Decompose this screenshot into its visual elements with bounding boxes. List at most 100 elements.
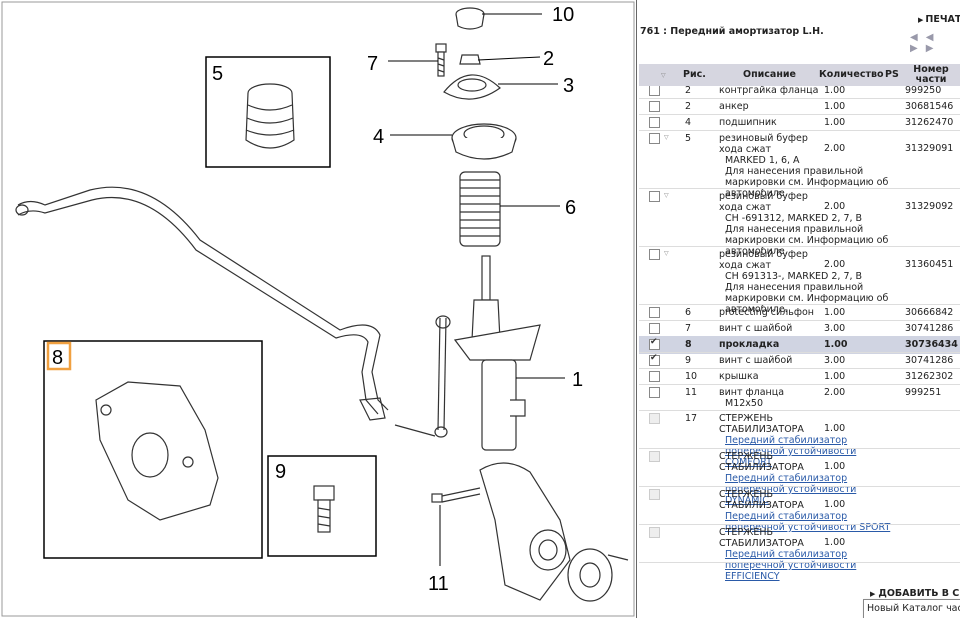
variant-link[interactable]: Передний стабилизатор поперечной устойчи…: [725, 549, 857, 582]
row-qty: 1.00: [824, 117, 846, 128]
callout-3[interactable]: 3: [563, 75, 574, 97]
row-checkbox[interactable]: [649, 337, 660, 350]
row-divider: [639, 246, 960, 247]
row-subtext: MARKED 1, 6, A: [725, 155, 800, 166]
table-row[interactable]: 7 винт с шайбой 3.00 30741286: [639, 320, 960, 338]
row-checkbox[interactable]: [649, 86, 660, 96]
expand-icon[interactable]: ▽: [664, 134, 669, 141]
row-description: подшипник: [719, 117, 899, 128]
row-checkbox: [649, 451, 660, 462]
row-divider: [639, 486, 960, 487]
callout-6[interactable]: 6: [565, 197, 576, 219]
row-part-number: 31329091: [905, 143, 954, 154]
part-bearing: [451, 123, 517, 160]
row-description: прокладка: [719, 339, 899, 350]
tooltip: Новый Каталог част: [863, 599, 960, 618]
row-checkbox[interactable]: [649, 307, 660, 318]
row-qty: 1.00: [824, 101, 846, 112]
row-pos: 6: [685, 307, 692, 318]
callout-7[interactable]: 7: [367, 53, 378, 75]
row-part-number: 30741286: [905, 323, 954, 334]
row-divider: [639, 384, 960, 385]
page-title: 761 : Передний амортизатор L.H.: [640, 26, 824, 37]
row-pos: 4: [685, 117, 692, 128]
callout-1[interactable]: 1: [572, 369, 583, 391]
row-desc-text: подшипник: [719, 117, 777, 128]
row-desc-text: винт с шайбой: [719, 323, 793, 334]
row-checkbox[interactable]: [649, 117, 660, 128]
row-checkbox[interactable]: [649, 249, 660, 260]
table-header: ▽ Рис. Описание Количество PS Номер част…: [639, 64, 960, 86]
highlight-marker: [46, 341, 72, 371]
row-desc-text: protecting сильфон: [719, 307, 814, 318]
row-qty: 1.00: [824, 339, 848, 350]
expand-icon[interactable]: ▽: [664, 250, 669, 257]
part-steering-knuckle: [479, 462, 629, 602]
callout-11[interactable]: 11: [428, 573, 449, 595]
variant-link[interactable]: Передний стабилизатор поперечной устойчи…: [725, 435, 857, 468]
row-qty: 2.00: [824, 387, 846, 398]
sort-icon[interactable]: ▽: [661, 72, 666, 79]
row-checkbox[interactable]: [649, 371, 660, 382]
row-description: винт с шайбой: [719, 323, 899, 334]
row-checkbox[interactable]: [649, 353, 660, 366]
row-part-number: 31329092: [905, 201, 954, 212]
callout-9[interactable]: 9: [275, 461, 286, 483]
row-part-number: 31262302: [905, 371, 954, 382]
callout-5[interactable]: 5: [212, 63, 223, 85]
callout-2[interactable]: 2: [543, 48, 554, 70]
row-qty: 3.00: [824, 323, 846, 334]
row-divider: [639, 524, 960, 525]
row-checkbox[interactable]: [649, 323, 660, 334]
part-bolt-11: [431, 487, 481, 503]
row-checkbox: [649, 489, 660, 500]
page-nav-arrows[interactable]: ◀◀ ▶▶: [910, 32, 942, 54]
row-checkbox: [649, 413, 660, 424]
row-divider: [639, 410, 960, 411]
expand-icon[interactable]: ▽: [664, 192, 669, 199]
callout-8[interactable]: 8: [52, 347, 63, 369]
row-pos: 7: [685, 323, 692, 334]
row-pos: 9: [685, 355, 692, 366]
row-checkbox[interactable]: [649, 101, 660, 112]
row-checkbox[interactable]: [649, 191, 660, 202]
row-pos: 17: [685, 413, 698, 424]
row-divider: [639, 114, 960, 115]
add-to-cart-button[interactable]: ▶ДОБАВИТЬ В СП: [870, 588, 960, 599]
row-subtext: CH 691313-, MARKED 2, 7, B: [725, 271, 863, 282]
col-qty: Количество: [819, 69, 884, 80]
part-bolt-7: [435, 43, 447, 77]
variant-link[interactable]: Передний стабилизатор поперечной устойчи…: [725, 473, 857, 506]
callout-10[interactable]: 10: [552, 4, 574, 26]
row-description: protecting сильфон: [719, 307, 899, 318]
row-desc-text: СТЕРЖЕНЬ СТАБИЛИЗАТОРА: [719, 451, 804, 473]
row-desc-text: резиновый буфер хода сжат: [719, 133, 808, 155]
arrow-right-icon: ▶: [870, 590, 876, 598]
row-description: винт с шайбой: [719, 355, 899, 366]
row-qty: 2.00: [824, 143, 846, 154]
row-checkbox[interactable]: [649, 387, 660, 398]
print-button[interactable]: ▶ПЕЧАТЬ: [918, 14, 960, 25]
callout-4[interactable]: 4: [373, 126, 384, 148]
variant-link[interactable]: Передний стабилизатор поперечной устойчи…: [725, 511, 891, 533]
row-checkbox[interactable]: [649, 133, 660, 144]
row-part-number: 30681546: [905, 101, 954, 112]
